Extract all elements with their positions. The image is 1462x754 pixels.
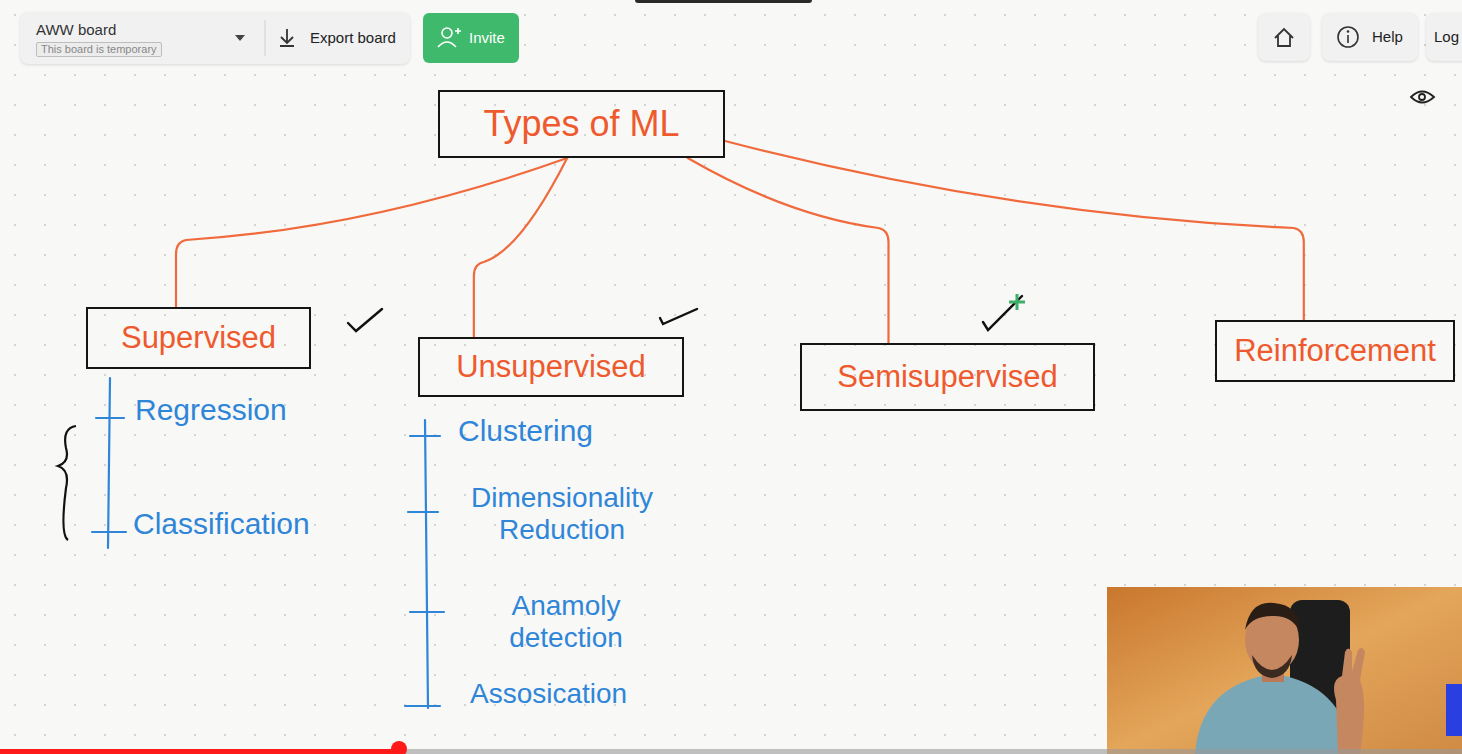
node-label: Types of ML bbox=[483, 103, 679, 145]
branch-line bbox=[176, 158, 567, 307]
subtype-label: Regression bbox=[135, 393, 287, 428]
category-box: Unsupervised bbox=[418, 337, 684, 397]
unsupervised-tree bbox=[405, 420, 444, 708]
help-button bbox=[1322, 13, 1418, 61]
category-box: Supervised bbox=[86, 307, 311, 369]
temporary-badge: This board is temporary bbox=[36, 42, 162, 57]
check-marks bbox=[348, 296, 1022, 331]
login-button-text: Log bbox=[1434, 28, 1459, 45]
home-icon bbox=[1275, 29, 1293, 46]
invite-icon bbox=[438, 28, 461, 47]
subtype-label: Anamoly detection bbox=[466, 590, 666, 654]
title-box: Types of ML bbox=[438, 90, 725, 158]
subtype-label: Clustering bbox=[458, 414, 593, 449]
cursor-plus bbox=[1009, 294, 1025, 310]
help-icon bbox=[1338, 27, 1358, 47]
branch-line bbox=[688, 158, 889, 343]
brace bbox=[58, 426, 76, 540]
supervised-tree bbox=[92, 378, 126, 548]
help-icon-dot bbox=[1347, 30, 1350, 33]
invite-button-text: Invite bbox=[469, 29, 505, 46]
eye-icon bbox=[1411, 92, 1434, 103]
subtype-label: Classification bbox=[133, 507, 310, 542]
category-box: Reinforcement bbox=[1215, 320, 1455, 382]
video-progress bbox=[0, 741, 1462, 754]
node-label: Reinforcement bbox=[1234, 333, 1436, 369]
export-button-text: Export board bbox=[310, 29, 396, 46]
home-button bbox=[1258, 13, 1310, 61]
node-label: Supervised bbox=[121, 320, 276, 356]
webcam-video bbox=[1107, 587, 1462, 754]
help-button-text: Help bbox=[1372, 28, 1403, 45]
category-box: Semisupervised bbox=[800, 343, 1095, 411]
subtype-label: Assosication bbox=[470, 678, 627, 710]
subtype-label: Dimensionality Reduction bbox=[442, 482, 682, 546]
node-label: Semisupervised bbox=[837, 359, 1058, 395]
download-icon bbox=[280, 29, 294, 46]
node-label: Unsupervised bbox=[456, 349, 646, 385]
divider bbox=[265, 20, 266, 56]
branch-line bbox=[474, 158, 567, 337]
top-handle bbox=[635, 0, 812, 3]
dropdown-caret bbox=[235, 35, 245, 41]
board-name: AWW board bbox=[36, 21, 116, 38]
branch-line bbox=[725, 141, 1304, 320]
